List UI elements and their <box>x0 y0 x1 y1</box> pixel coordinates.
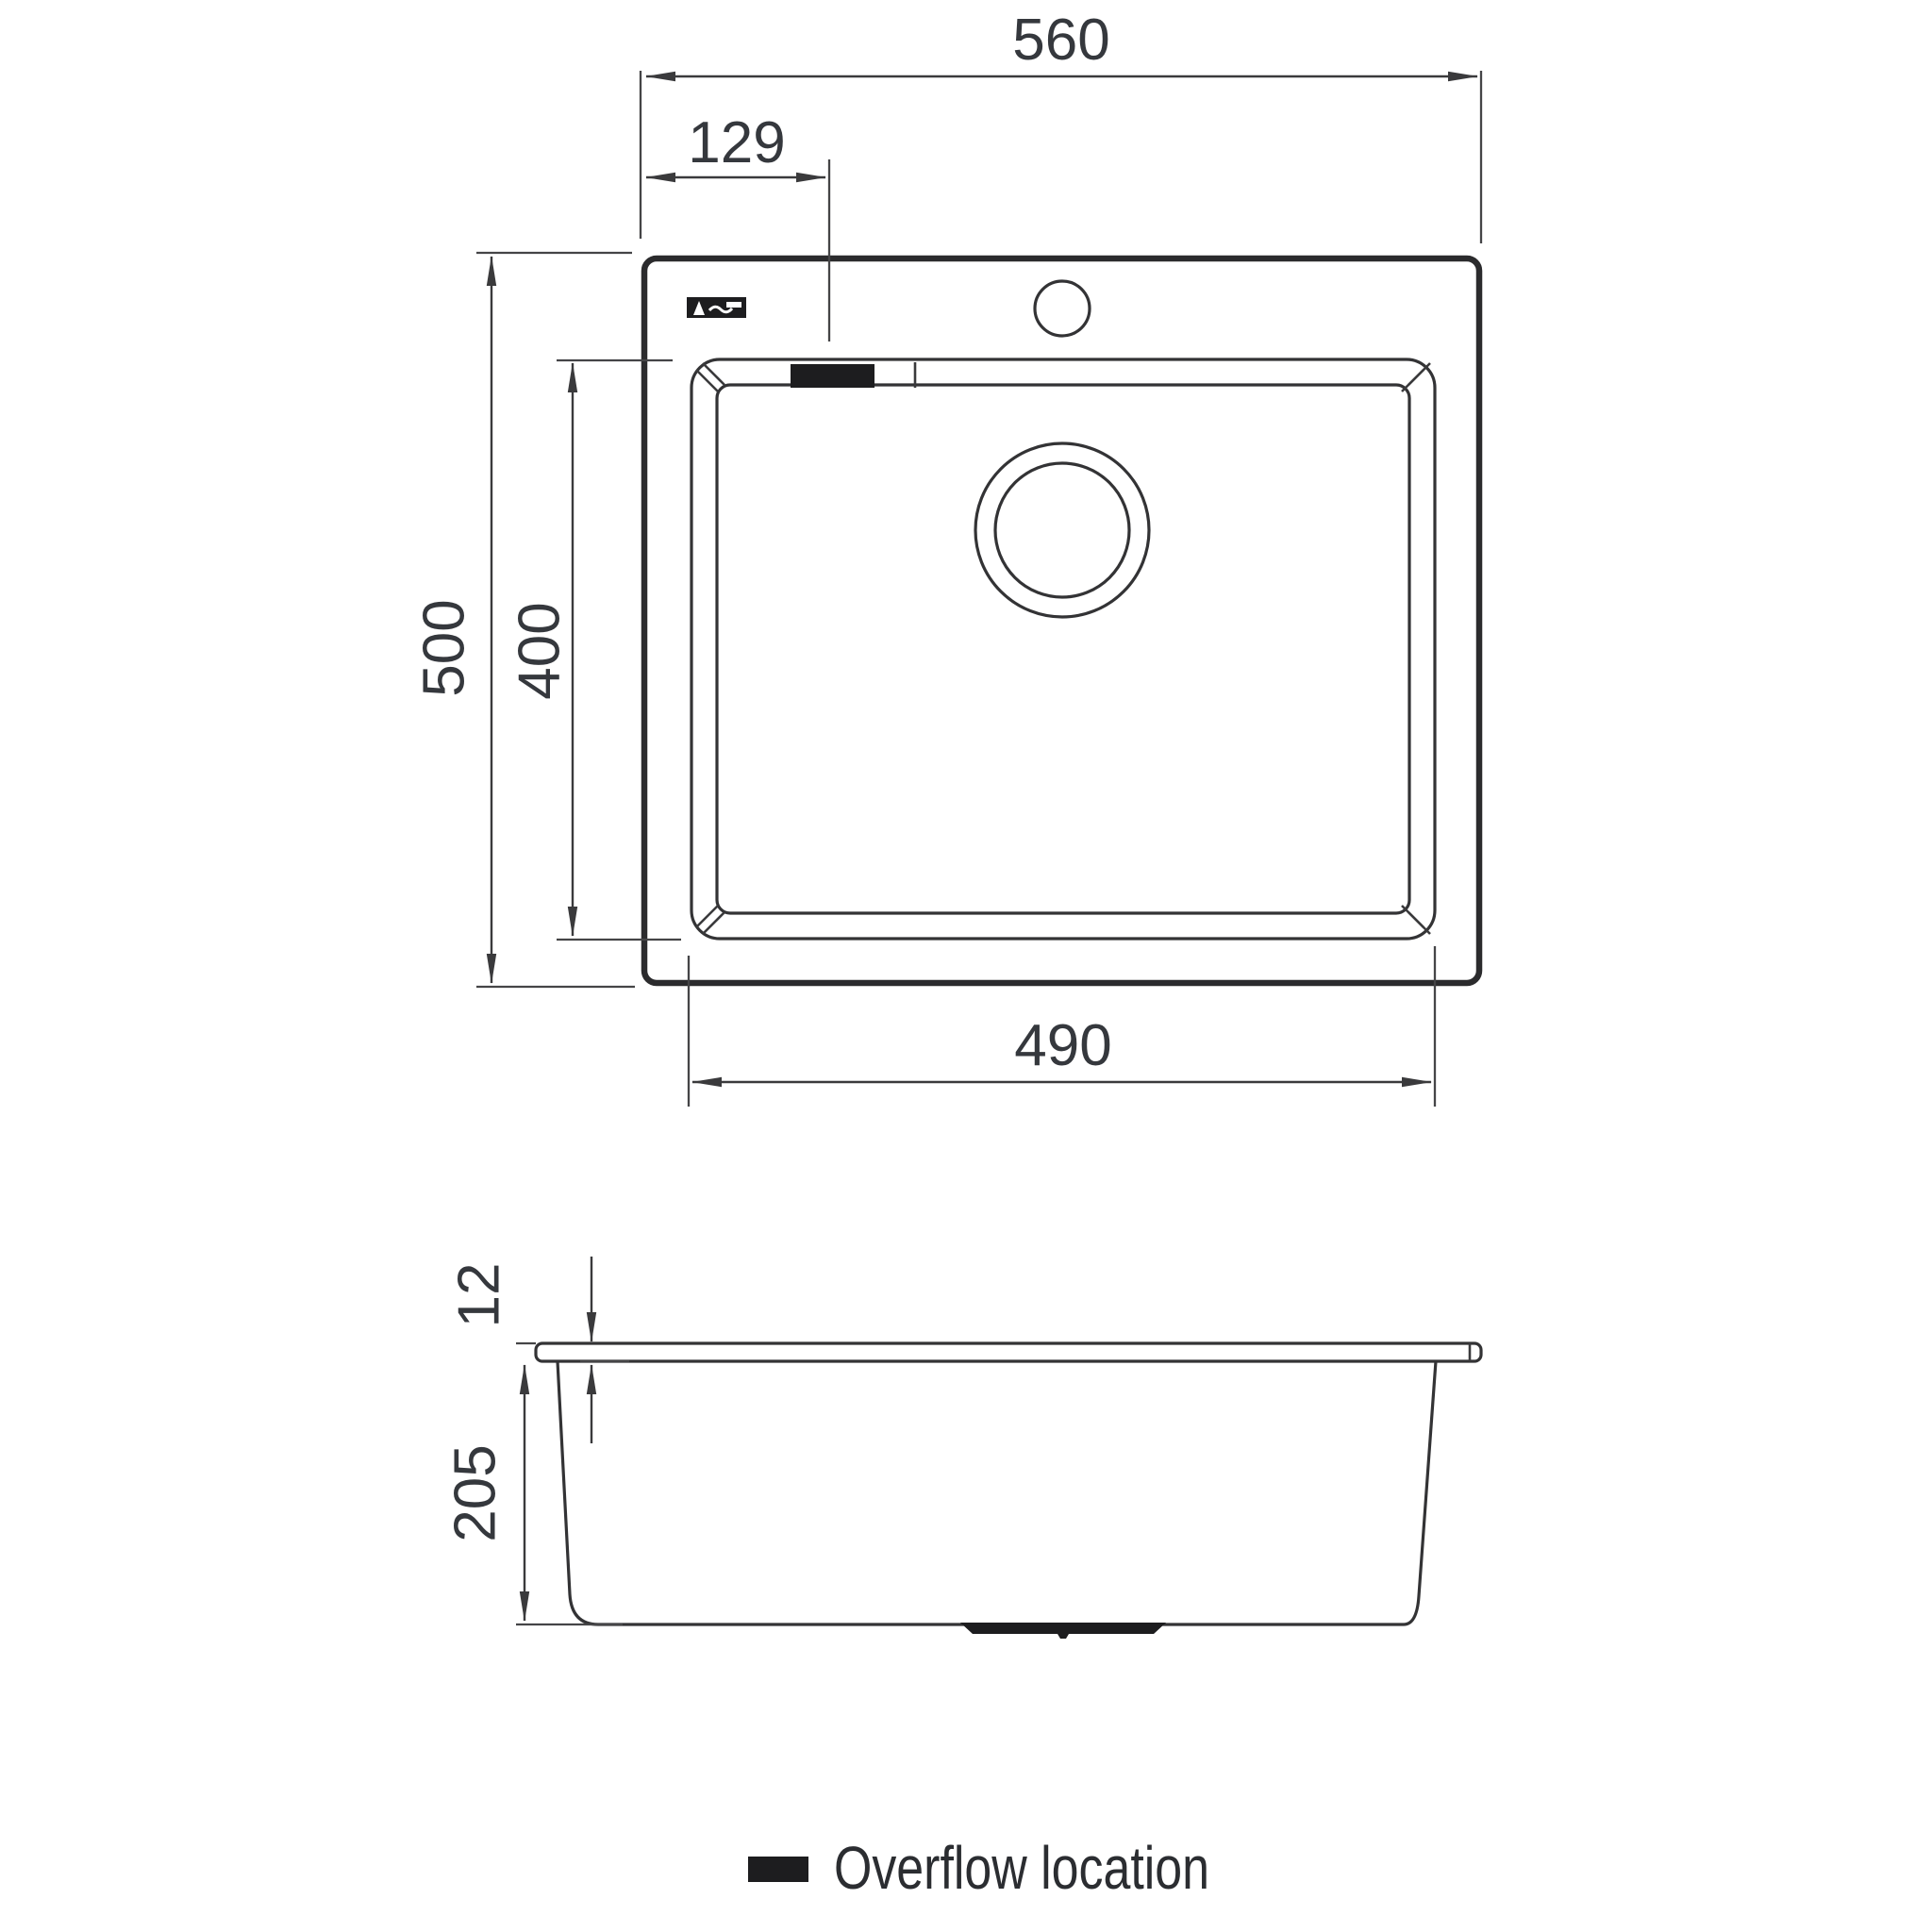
brand-logo-squiggle <box>708 305 734 314</box>
dim-label-205: 205 <box>443 1444 508 1541</box>
dim-label-560: 560 <box>1012 8 1109 73</box>
brand-logo-bar <box>726 302 741 308</box>
top-view <box>641 255 1483 987</box>
dim-label-12: 12 <box>447 1263 512 1328</box>
dim-label-500: 500 <box>412 599 477 696</box>
overflow-marker <box>791 364 874 388</box>
bowl-outer-edge <box>690 358 1437 941</box>
dimension-500: 500 <box>412 251 635 989</box>
legend: Overflow location <box>748 1834 1209 1902</box>
dimension-12: 12 <box>447 1257 629 1443</box>
side-view <box>534 1341 1483 1639</box>
dimension-400: 400 <box>508 358 681 941</box>
dimension-490: 490 <box>687 946 1437 1107</box>
dim-label-490: 490 <box>1014 1013 1111 1078</box>
drain-icon <box>974 441 1151 619</box>
bowl-corner-slopes <box>695 362 1431 935</box>
dim-label-400: 400 <box>508 602 573 699</box>
bowl-profile <box>556 1360 1438 1626</box>
drain-boss <box>960 1623 1166 1639</box>
sink-outline <box>641 255 1483 987</box>
dimension-205: 205 <box>443 1364 623 1626</box>
overflow-marker-icon <box>748 1857 808 1882</box>
legend-label: Overflow location <box>834 1834 1209 1902</box>
dimension-560: 560 <box>639 8 1483 243</box>
dim-label-129: 129 <box>688 110 785 175</box>
dimension-129: 129 <box>645 110 831 341</box>
faucet-hole-icon <box>1033 279 1091 338</box>
rim-profile <box>534 1341 1483 1363</box>
brand-logo-icon <box>687 297 746 318</box>
brand-logo-mark <box>693 301 705 315</box>
bowl-inner-edge <box>715 383 1411 915</box>
